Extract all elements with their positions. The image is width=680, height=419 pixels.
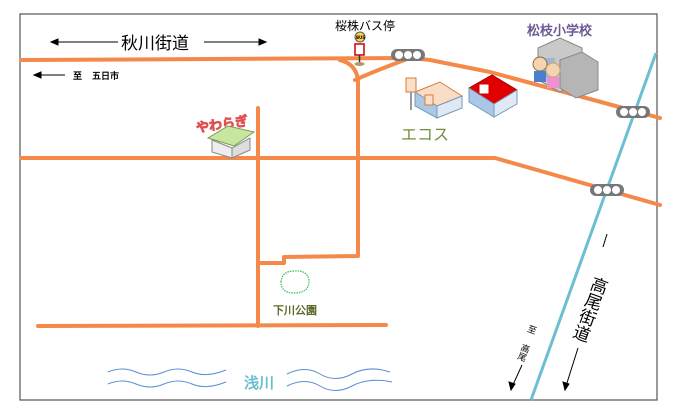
road-network — [19, 56, 662, 328]
road-akigawa — [19, 56, 662, 120]
akigawa-road-label: 秋川街道 — [121, 34, 189, 54]
children-icon — [532, 56, 561, 88]
direction-to-label: 至 — [73, 71, 82, 82]
road-bottom — [36, 323, 388, 328]
direction-itsukaichi-label: 五日市 — [92, 70, 119, 82]
svg-text:BUS: BUS — [356, 35, 365, 40]
park-label: 下川公園 — [273, 304, 317, 317]
school-label: 松枝小学校 — [527, 23, 593, 39]
traffic-light-icon — [590, 184, 624, 196]
svg-text:至: 至 — [525, 323, 538, 335]
store-label: エコス — [401, 125, 449, 144]
traffic-light-icon — [616, 106, 650, 118]
river-waves-icon — [107, 368, 393, 391]
park-tree-icon — [280, 270, 310, 294]
post-office-icon — [468, 74, 518, 118]
road-bus-branch — [256, 58, 360, 265]
traffic-light-icon — [391, 49, 425, 61]
house-icon — [206, 125, 256, 159]
akigawa-arrows — [32, 38, 268, 79]
store-icon — [405, 77, 464, 119]
bus-stop-label: 桜株バス停 — [335, 18, 395, 33]
bus-stop-icon: BUS — [354, 31, 366, 66]
river-label: 浅川 — [244, 374, 274, 392]
takao-arrows — [508, 233, 608, 392]
